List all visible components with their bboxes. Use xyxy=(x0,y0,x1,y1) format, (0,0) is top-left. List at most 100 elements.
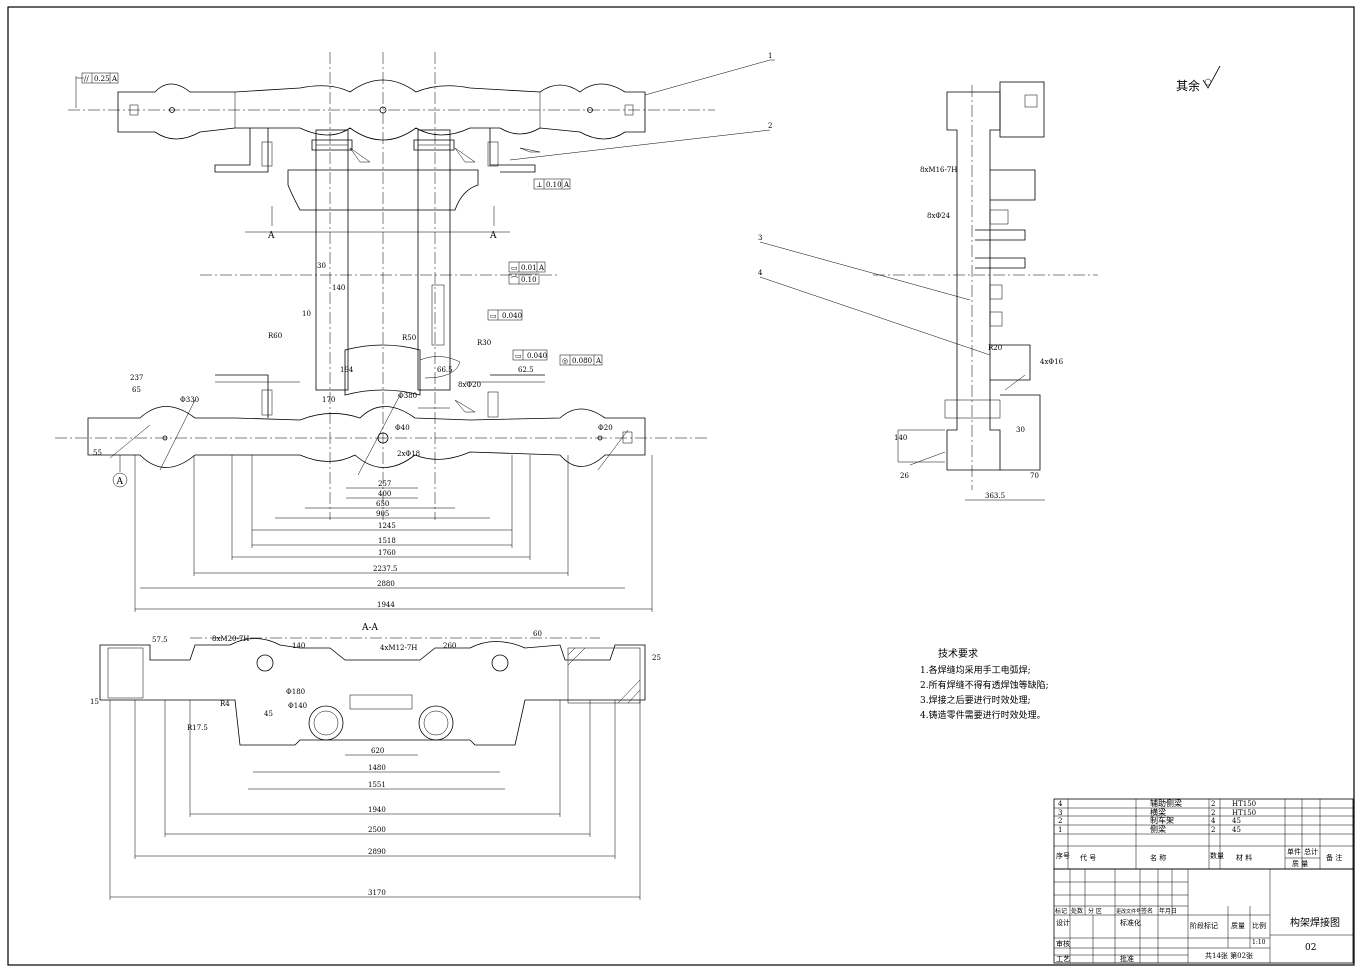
tb-design: 设计 xyxy=(1056,918,1070,927)
part-no-2: 2 xyxy=(1058,817,1062,825)
tol-ref-1: A xyxy=(111,75,118,83)
hdr-total: 总计 xyxy=(1304,847,1318,856)
dim-140: 140 xyxy=(332,284,345,292)
tol-val-3: 0.01 xyxy=(521,264,537,272)
balloon-3: 3 xyxy=(758,234,762,242)
side-dim-70: 70 xyxy=(1030,472,1039,480)
plan-dim-1760: 1760 xyxy=(378,549,396,557)
plan-dim-1944: 1944 xyxy=(377,601,395,609)
dim-55: 55 xyxy=(93,449,102,457)
part-qty-3: 2 xyxy=(1211,809,1215,817)
dim-phi380: Φ380 xyxy=(398,392,417,400)
hdr-material: 材 料 xyxy=(1236,853,1252,862)
hdr-no: 序号 xyxy=(1056,851,1070,860)
part-no-1: 1 xyxy=(1058,826,1062,834)
dim-10: 10 xyxy=(302,310,311,318)
part-qty-4: 2 xyxy=(1211,800,1215,808)
roughness-note: 其余 xyxy=(1176,65,1221,93)
tol-ref-2: A xyxy=(563,181,570,189)
tb-count: 处数 xyxy=(1071,907,1083,915)
tolerance-frame-5: ▭ 0.040 xyxy=(487,309,523,321)
side-dim-140: 140 xyxy=(894,434,907,442)
sec-dim-140: 140 xyxy=(292,642,305,650)
tb-sheets: 共14张 第02张 xyxy=(1205,951,1253,960)
dim-phi330: Φ330 xyxy=(180,396,199,404)
hdr-code: 代 号 xyxy=(1080,853,1096,862)
tolerance-frame-3: ▭ 0.01 A ⌒ 0.10 xyxy=(508,261,546,285)
sec-dim-620: 620 xyxy=(371,747,384,755)
dim-30: 30 xyxy=(317,262,326,270)
tol-sym-1: // xyxy=(84,75,89,83)
tb-review: 审核 xyxy=(1056,939,1070,948)
plan-dim-1245: 1245 xyxy=(378,522,396,530)
tolerance-frames: // 0.25 A ⊥ 0.10 A ▭ 0.01 A ⌒ 0.10 ▭ 0.0… xyxy=(81,72,603,366)
plan-dim-400: 400 xyxy=(378,490,391,498)
part-name-1: 侧梁 xyxy=(1150,824,1166,834)
side-dim-363-5: 363.5 xyxy=(985,492,1005,500)
side-dim-8xphi24: 8xΦ24 xyxy=(927,212,951,220)
tol-ref-3: A xyxy=(538,264,545,272)
sec-dim-4xm12: 4xM12-7H xyxy=(380,644,417,652)
part-mat-4: HT150 xyxy=(1232,800,1256,808)
part-qty-2: 4 xyxy=(1211,817,1216,825)
tol-val-2: 0.10 xyxy=(546,181,562,189)
tol-val-5: 0.040 xyxy=(502,312,522,320)
plan-dim-257: 257 xyxy=(378,480,391,488)
plan-dim-650: 650 xyxy=(376,500,389,508)
tech-req-item-2: 2.所有焊缝不得有透焊蚀等缺陷; xyxy=(920,681,1049,691)
sec-dim-r17-5: R17.5 xyxy=(187,724,208,732)
tb-scale-label: 比例 xyxy=(1252,921,1266,930)
dim-phi20: Φ20 xyxy=(598,424,613,432)
drawing-title: 构架焊接图 xyxy=(1290,916,1340,929)
sec-dim-phi140: Φ140 xyxy=(288,702,307,710)
dim-62-5: 62.5 xyxy=(518,366,534,374)
plan-dim-1518: 1518 xyxy=(378,537,396,545)
balloon-1: 1 xyxy=(768,52,772,60)
tol-sym-6: ▭ xyxy=(515,352,522,360)
tb-approve: 批准 xyxy=(1120,954,1134,963)
sec-dim-2500: 2500 xyxy=(368,826,386,834)
tolerance-frame-1: // 0.25 A xyxy=(81,72,119,84)
hdr-note: 备 注 xyxy=(1326,853,1342,862)
tech-req-item-1: 1.各焊缝均采用手工电弧焊; xyxy=(920,666,1031,676)
sec-dim-260: 260 xyxy=(443,642,456,650)
datum-a: A xyxy=(116,477,124,487)
tol-val-7: 0.080 xyxy=(572,357,592,365)
plan-dim-2880: 2880 xyxy=(377,580,395,588)
part-no-3: 3 xyxy=(1058,809,1062,817)
sec-dim-1480: 1480 xyxy=(368,764,386,772)
tol-sym-5: ▭ xyxy=(490,312,497,320)
side-dim-30: 30 xyxy=(1016,426,1025,434)
tol-val-1: 0.25 xyxy=(94,75,110,83)
section-title: A-A xyxy=(361,623,379,633)
tol-val-6: 0.040 xyxy=(527,352,547,360)
title-block: 标记 处数 分 区 更改文件号 签名 年月日 设计 标准化 审核 工艺 批准 阶… xyxy=(1053,868,1354,964)
tol-sym-4: ⌒ xyxy=(511,276,518,284)
hdr-mass: 质 量 xyxy=(1292,859,1308,868)
tech-req-title: 技术要求 xyxy=(938,649,978,660)
dim-r60: R60 xyxy=(268,332,282,340)
sec-dim-25: 25 xyxy=(652,654,661,662)
dim-194: 194 xyxy=(340,366,354,374)
tech-req-item-4: 4.铸造零件需要进行时效处理。 xyxy=(920,711,1046,721)
tolerance-frame-2: ⊥ 0.10 A xyxy=(533,178,571,190)
sec-dim-2890: 2890 xyxy=(368,848,386,856)
sec-dim-3170: 3170 xyxy=(368,889,386,897)
parts-list: 4 辅助侧梁 2 HT150 3 横梁 2 HT150 2 制车架 4 45 1… xyxy=(1053,798,1354,870)
part-name-3: 横梁 xyxy=(1150,807,1166,817)
sec-dim-60: 60 xyxy=(533,630,542,638)
section-view: A-A xyxy=(90,623,661,900)
part-mat-1: 45 xyxy=(1232,826,1241,834)
sec-dim-45: 45 xyxy=(264,710,273,718)
dim-170: 170 xyxy=(322,396,335,404)
tol-val-4: 0.10 xyxy=(521,276,537,284)
side-dim-8xm16: 8xM16-7H xyxy=(920,166,957,174)
drawing-border xyxy=(7,6,1355,966)
dim-r50: R50 xyxy=(402,334,416,342)
tb-mark: 标记 xyxy=(1055,907,1067,915)
tol-sym-7: ◎ xyxy=(562,357,568,365)
section-marker-right: A xyxy=(489,231,497,241)
part-qty-1: 2 xyxy=(1211,826,1215,834)
tb-mass: 质量 xyxy=(1231,921,1245,930)
